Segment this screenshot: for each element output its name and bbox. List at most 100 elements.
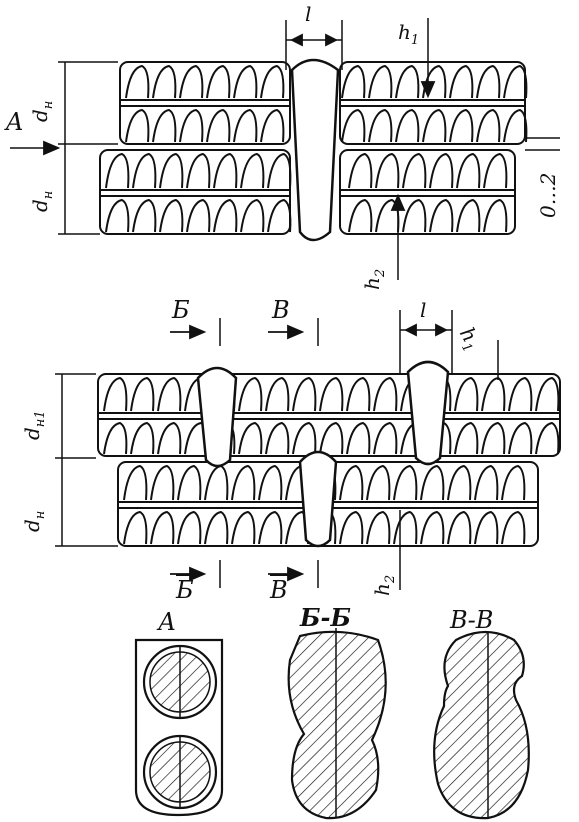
rebar-rib [157, 376, 182, 412]
rebar-rib [474, 510, 499, 545]
rebar-rib [375, 152, 400, 189]
rebar-rib [213, 198, 238, 233]
rebar-rib [260, 108, 285, 143]
rebar-rib [501, 464, 526, 501]
weld-seam-top [290, 58, 340, 242]
ribs-top-upper [125, 64, 528, 143]
section-BB [287, 628, 387, 820]
rebar-rib [402, 198, 427, 233]
label-d-top2: dн [28, 190, 56, 212]
rebar-rib [152, 108, 177, 143]
rebar-rib [238, 421, 263, 455]
rebar-rib [159, 198, 184, 233]
label-V-section-bottom: В [270, 576, 288, 604]
rebar-rib [429, 198, 454, 233]
ribs-middle-upper [103, 376, 560, 455]
rebar-rib [130, 421, 155, 455]
weld-seam-middle-left [196, 366, 238, 468]
dim-arrow-l-left-icon [289, 33, 303, 47]
rebar-rib [103, 376, 128, 412]
rebar-rib [341, 64, 366, 99]
rebar-rib [503, 64, 528, 99]
rebar-rib [177, 510, 202, 545]
rebar-rib [483, 198, 508, 233]
label-view-A: А [158, 608, 177, 636]
rebar-rib [238, 376, 263, 412]
label-section-BB: Б-Б [300, 603, 351, 632]
rebar-rib [206, 108, 231, 143]
rebar-rib [395, 108, 420, 143]
rebar-rib [186, 152, 211, 189]
dim-arrow-l2-right-icon [435, 323, 449, 337]
rebar-rib [503, 108, 528, 143]
rebar-rib [429, 152, 454, 189]
rebar-rib [265, 421, 290, 455]
label-B-section-bottom: Б [176, 576, 194, 604]
rebar-rib [258, 510, 283, 545]
rebar-rib [420, 510, 445, 545]
rebar-rib [339, 464, 364, 501]
rebar-rib [267, 152, 292, 189]
rebar-rib [319, 421, 344, 455]
weld-seam-middle-center [298, 450, 338, 548]
rebar-rib [132, 152, 157, 189]
rebar-rib [447, 510, 472, 545]
rebar-rib [449, 64, 474, 99]
label-d-middle1: dн1 [20, 410, 48, 440]
rebar-rib [449, 108, 474, 143]
rebar-rib [366, 510, 391, 545]
rebar-rib [454, 421, 479, 455]
rebar-rib [105, 152, 130, 189]
rebar-rib [103, 421, 128, 455]
rebar-rib [132, 198, 157, 233]
rebar-rib [508, 421, 533, 455]
rebar-rib [233, 108, 258, 143]
rebar-rib [508, 376, 533, 412]
dim-arrow-l2-left-icon [403, 323, 417, 337]
rebar-rib [373, 376, 398, 412]
rebar-rib [341, 108, 366, 143]
rebar-rib [393, 464, 418, 501]
label-gap: 0…2 [536, 172, 560, 218]
rebar-rib [373, 421, 398, 455]
rebar-rib [150, 464, 175, 501]
label-h2-middle: h2 [370, 574, 398, 596]
rebar-rib [265, 376, 290, 412]
rebar-rib [454, 376, 479, 412]
label-l-top: l [305, 2, 312, 26]
rebar-rib [123, 464, 148, 501]
rebar-rib [346, 421, 371, 455]
rebar-rib [476, 108, 501, 143]
rebar-rib [179, 108, 204, 143]
rebar-rib [420, 464, 445, 501]
rebar-middle-upper [97, 373, 561, 457]
rebar-rib [422, 108, 447, 143]
rebar-rib [152, 64, 177, 99]
rebar-rib [535, 421, 560, 455]
arrow-A-icon [43, 140, 61, 156]
rebar-rib [348, 152, 373, 189]
rebar-rib [348, 198, 373, 233]
label-h2-top: h2 [360, 268, 388, 290]
weld-seam-middle-right [406, 360, 450, 466]
rebar-rib [366, 464, 391, 501]
rebar-rib [150, 510, 175, 545]
rebar-rib [130, 376, 155, 412]
label-h1-top: h1 [398, 20, 420, 48]
rebar-rib [157, 421, 182, 455]
rebar-rib [456, 152, 481, 189]
label-B-section-top: Б [172, 296, 190, 324]
label-d-top1: dн [28, 100, 56, 122]
rebar-rib [125, 64, 150, 99]
rebar-rib [204, 510, 229, 545]
rebar-rib [206, 64, 231, 99]
rebar-rib [240, 152, 265, 189]
rebar-rib [395, 64, 420, 99]
arrows [43, 33, 449, 582]
dim-arrow-h2-icon [390, 193, 406, 211]
ribs-middle-lower [123, 464, 526, 545]
rebar-rib [447, 464, 472, 501]
rebar-rib [258, 464, 283, 501]
rebar-rib [204, 464, 229, 501]
